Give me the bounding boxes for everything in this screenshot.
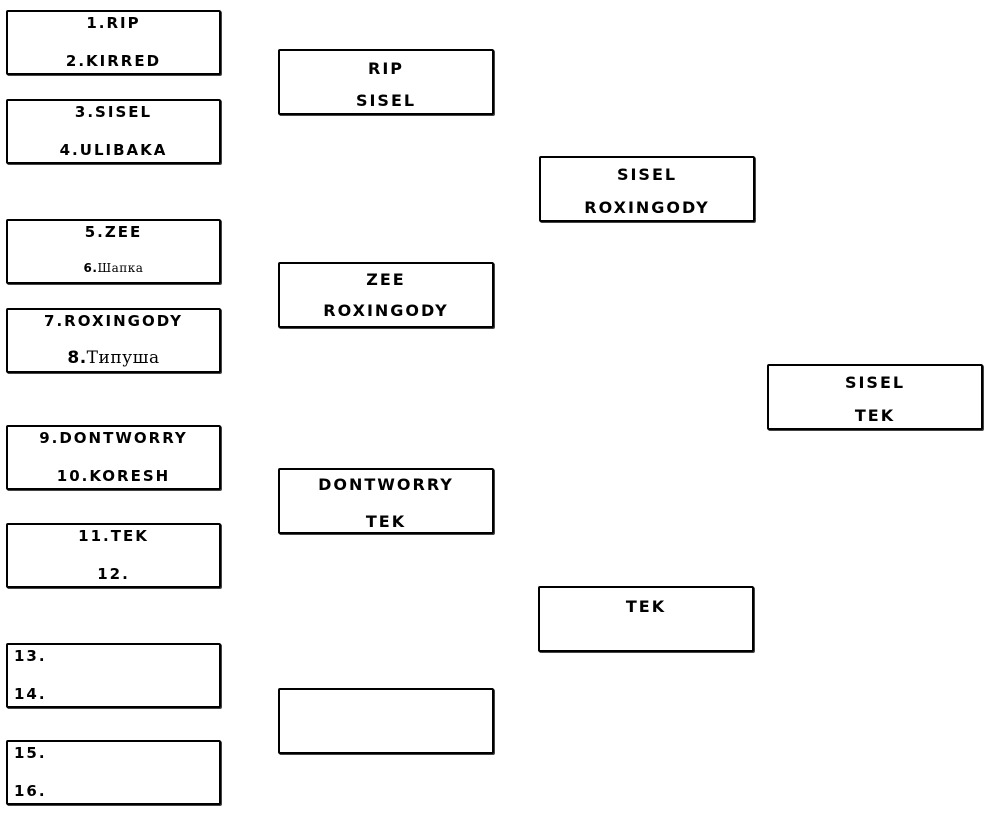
- player-slot: 3.SISEL: [74, 103, 153, 121]
- player-slot: TEK: [365, 512, 407, 531]
- seed-number: 6.: [83, 261, 98, 275]
- round1-match-4: 7.ROXINGODY 8.Типуша: [6, 308, 221, 373]
- player-slot: TEK: [854, 406, 896, 425]
- final-match: SISEL TEK: [767, 364, 983, 430]
- player-name: Шапка: [97, 261, 144, 275]
- round1-match-6: 11.TEK 12.: [6, 523, 221, 588]
- player-slot: 14.: [14, 685, 47, 703]
- player-slot: 16.: [14, 782, 47, 800]
- player-slot: 12.: [97, 565, 130, 583]
- round2-match-3: DONTWORRY TEK: [278, 468, 494, 534]
- player-slot: 7.ROXINGODY: [44, 312, 183, 330]
- player-slot: DONTWORRY: [318, 475, 454, 494]
- round1-match-2: 3.SISEL 4.ULIBAKA: [6, 99, 221, 164]
- player-slot: 2.KIRRED: [65, 52, 162, 70]
- player-slot: 5.ZEE: [84, 223, 143, 241]
- seed-number: 8.: [67, 348, 87, 368]
- player-slot: 1.RIP: [86, 14, 141, 32]
- round1-match-7: 13. 14.: [6, 643, 221, 708]
- round2-match-2: ZEE ROXINGODY: [278, 262, 494, 328]
- player-slot: 9.DONTWORRY: [39, 429, 188, 447]
- player-slot: ROXINGODY: [323, 301, 449, 320]
- player-slot: RIP: [368, 59, 404, 78]
- round1-match-8: 15. 16.: [6, 740, 221, 805]
- round1-match-5: 9.DONTWORRY 10.KORESH: [6, 425, 221, 490]
- round2-match-4: [278, 688, 494, 754]
- player-slot: ROXINGODY: [584, 198, 710, 217]
- player-slot: 4.ULIBAKA: [59, 141, 168, 159]
- player-slot: 11.TEK: [78, 527, 149, 545]
- player-slot: 13.: [14, 647, 47, 665]
- player-slot: SISEL: [844, 373, 906, 392]
- round3-match-2: TEK: [538, 586, 754, 652]
- round1-match-3: 5.ZEE 6.Шапка: [6, 219, 221, 284]
- player-slot: 10.KORESH: [56, 467, 171, 485]
- player-slot: ZEE: [366, 270, 406, 289]
- round3-match-1: SISEL ROXINGODY: [539, 156, 755, 222]
- player-slot: SISEL: [616, 165, 678, 184]
- player-name: Типуша: [86, 348, 160, 368]
- player-slot: 15.: [14, 744, 47, 762]
- player-slot: 8.Типуша: [8, 348, 219, 368]
- player-slot: 6.Шапка: [8, 261, 219, 275]
- round2-match-1: RIP SISEL: [278, 49, 494, 115]
- player-slot: TEK: [625, 597, 667, 616]
- player-slot: SISEL: [355, 91, 417, 110]
- round1-match-1: 1.RIP 2.KIRRED: [6, 10, 221, 75]
